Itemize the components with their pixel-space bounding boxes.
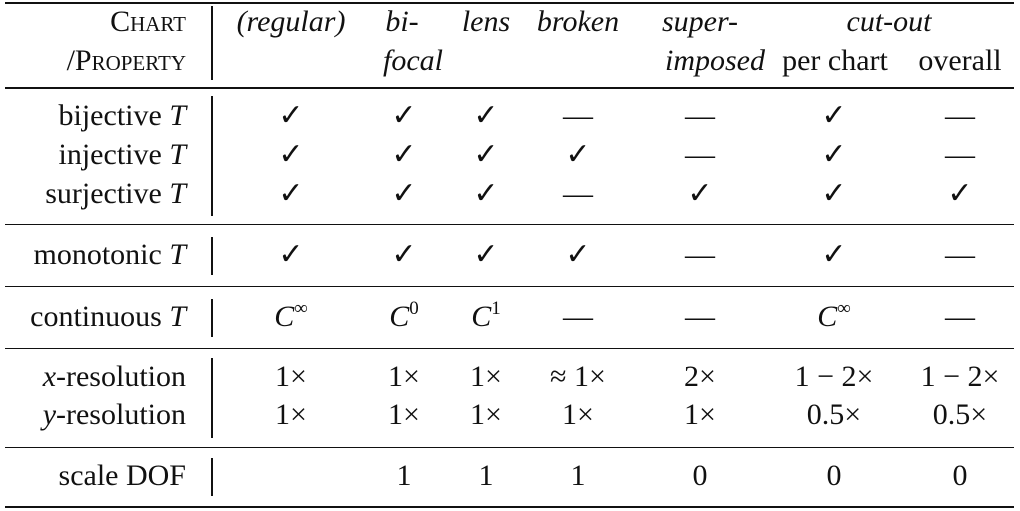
- row-label-monotonic: monotonic T: [33, 238, 186, 271]
- cell-bijective-cutout-per-chart: ✓: [821, 99, 847, 132]
- cell-dof-cutout-per-chart: 0: [826, 459, 842, 492]
- cell-surjective-cutout-overall: ✓: [947, 177, 973, 210]
- header-col-lens: lens: [461, 5, 511, 38]
- cell-yres-broken: 1×: [562, 398, 594, 431]
- row-label-surjective: surjective T: [45, 177, 186, 210]
- cell-bijective-regular: ✓: [278, 99, 304, 132]
- cell-injective-cutout-per-chart: ✓: [821, 138, 847, 171]
- v-separator: [211, 458, 213, 496]
- cell-continuous-regular: C∞: [274, 298, 308, 333]
- group-rule-2: [5, 286, 1014, 287]
- v-separator: [211, 96, 213, 216]
- cell-injective-regular: ✓: [278, 138, 304, 171]
- header-col-broken: broken: [536, 5, 620, 38]
- cell-xres-lens: 1×: [470, 360, 502, 393]
- cell-dof-bifocal: 1: [396, 459, 412, 492]
- header-corner-property: /Property: [66, 44, 186, 77]
- v-separator: [211, 6, 213, 80]
- cell-bijective-bifocal: ✓: [391, 99, 417, 132]
- cell-continuous-superimposed: —: [685, 300, 715, 333]
- cell-surjective-superimposed: ✓: [687, 177, 713, 210]
- cell-yres-regular: 1×: [275, 398, 307, 431]
- cell-surjective-regular: ✓: [278, 177, 304, 210]
- header-col-cutout-overall: overall: [918, 44, 1002, 77]
- cell-yres-cutout-per-chart: 0.5×: [806, 398, 862, 431]
- row-label-y-resolution: y-resolution: [42, 398, 186, 431]
- cell-continuous-cutout-per-chart: C∞: [817, 298, 851, 333]
- cell-dof-cutout-overall: 0: [952, 459, 968, 492]
- cell-xres-cutout-overall: 1 − 2×: [920, 360, 1000, 393]
- v-separator: [211, 358, 213, 438]
- cell-bijective-lens: ✓: [473, 99, 499, 132]
- header-col-bifocal-2: focal: [383, 44, 443, 77]
- group-rule-4: [5, 447, 1014, 448]
- cell-yres-superimposed: 1×: [684, 398, 716, 431]
- header-col-superimposed-2: imposed: [665, 44, 765, 77]
- cell-injective-bifocal: ✓: [391, 138, 417, 171]
- v-separator: [211, 299, 213, 337]
- header-rule: [5, 87, 1014, 89]
- cell-dof-superimposed: 0: [692, 459, 708, 492]
- header-corner-chart: Chart: [110, 5, 186, 38]
- cell-surjective-broken: —: [563, 177, 593, 210]
- header-col-superimposed-1: super-: [661, 5, 739, 38]
- v-separator: [211, 237, 213, 275]
- cell-yres-cutout-overall: 0.5×: [932, 398, 988, 431]
- cell-yres-lens: 1×: [470, 398, 502, 431]
- row-label-bijective: bijective T: [58, 99, 186, 132]
- row-label-continuous: continuous T: [30, 300, 186, 333]
- header-col-regular: (regular): [236, 5, 346, 38]
- cell-xres-regular: 1×: [275, 360, 307, 393]
- cell-monotonic-cutout-overall: —: [945, 238, 975, 271]
- row-label-injective: injective T: [58, 138, 186, 171]
- group-rule-3: [5, 348, 1014, 349]
- cell-xres-superimposed: 2×: [684, 360, 716, 393]
- cell-continuous-broken: —: [563, 300, 593, 333]
- cell-continuous-bifocal: C0: [389, 298, 419, 333]
- cell-bijective-cutout-overall: —: [945, 99, 975, 132]
- row-label-x-resolution: x-resolution: [42, 360, 186, 393]
- cell-xres-broken: ≈ 1×: [550, 360, 606, 393]
- cell-injective-lens: ✓: [473, 138, 499, 171]
- cell-dof-lens: 1: [478, 459, 494, 492]
- cell-bijective-broken: —: [563, 99, 593, 132]
- cell-dof-broken: 1: [570, 459, 586, 492]
- cell-injective-broken: ✓: [565, 138, 591, 171]
- cell-continuous-cutout-overall: —: [945, 300, 975, 333]
- group-rule-1: [5, 224, 1014, 225]
- cell-continuous-lens: C1: [471, 298, 501, 333]
- cell-surjective-lens: ✓: [473, 177, 499, 210]
- cell-bijective-superimposed: —: [685, 99, 715, 132]
- cell-monotonic-broken: ✓: [565, 238, 591, 271]
- cell-monotonic-cutout-per-chart: ✓: [821, 238, 847, 271]
- cell-xres-cutout-per-chart: 1 − 2×: [794, 360, 874, 393]
- header-col-bifocal-1: bi-: [385, 5, 419, 38]
- cell-injective-cutout-overall: —: [945, 138, 975, 171]
- cell-yres-bifocal: 1×: [388, 398, 420, 431]
- cell-monotonic-lens: ✓: [473, 238, 499, 271]
- cell-surjective-bifocal: ✓: [391, 177, 417, 210]
- bottom-rule: [5, 506, 1014, 508]
- row-label-scale-dof: scale DOF: [58, 459, 186, 492]
- cell-surjective-cutout-per-chart: ✓: [821, 177, 847, 210]
- cell-monotonic-bifocal: ✓: [391, 238, 417, 271]
- top-rule: [5, 2, 1014, 4]
- cell-monotonic-regular: ✓: [278, 238, 304, 271]
- cell-injective-superimposed: —: [685, 138, 715, 171]
- cell-xres-bifocal: 1×: [388, 360, 420, 393]
- header-col-cutout: cut-out: [846, 5, 932, 38]
- header-col-cutout-per-chart: per chart: [782, 44, 888, 77]
- cell-monotonic-superimposed: —: [685, 238, 715, 271]
